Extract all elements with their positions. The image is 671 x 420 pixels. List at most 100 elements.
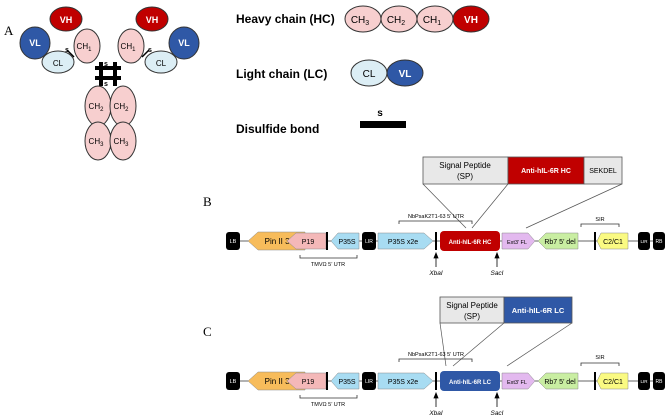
rb-border-b — [653, 232, 665, 250]
p35s-label-c: P35S — [338, 379, 355, 386]
lb-label-c: LB — [230, 379, 237, 385]
panel-label-c: C — [203, 324, 212, 339]
cassette-b-sp-line2: (SP) — [457, 172, 473, 181]
disulfide-s-hinge-2: s — [104, 81, 108, 88]
p19-label-b: P19 — [302, 239, 315, 246]
p35s-promoter-b — [330, 232, 360, 250]
construct-b: Signal Peptide (SP) Anti-hIL-6R HC SEKDE… — [226, 156, 665, 277]
legend-lc-vl: VL — [399, 69, 412, 80]
ch2-label-left: CH2 — [89, 102, 105, 113]
rb7-element-c — [537, 372, 579, 390]
tmv-utr-marker-c — [326, 372, 328, 390]
disulfide-s-right: s — [148, 47, 152, 54]
antibody-diagram: s s s s VH VL CH1 CL VH VL CH1 CL CH2 CH… — [19, 6, 200, 161]
cassette-b: Signal Peptide (SP) Anti-hIL-6R HC SEKDE… — [422, 156, 623, 185]
p19-label-c: P19 — [302, 379, 315, 386]
cl-label-left: CL — [53, 59, 64, 68]
cassette-b-tag: SEKDEL — [589, 168, 617, 175]
c2c1-element-c — [596, 372, 629, 390]
saci-site-b: SacI — [490, 270, 503, 277]
cassette-b-gene: Anti-hIL-6R HC — [521, 168, 571, 175]
vl-label-right: VL — [178, 38, 190, 48]
lir-left-b — [362, 232, 376, 250]
tmv-label-b: TMVΩ 5’ UTR — [311, 262, 345, 268]
legend-disulfide-s: s — [377, 108, 383, 119]
vh-label-right: VH — [146, 15, 159, 25]
vl-domain-right — [168, 26, 200, 60]
cl-label-right: CL — [156, 59, 167, 68]
lir-left-label-c: LIR — [365, 379, 373, 385]
p35s-x2e-promoter-b — [377, 232, 434, 250]
lb-border-b — [226, 232, 240, 250]
hinge-bonds — [95, 62, 121, 86]
lir-right-b — [638, 232, 650, 250]
utr-marker-c — [435, 372, 437, 390]
sir-marker-c — [594, 372, 596, 390]
ch1-label-left: CH1 — [77, 42, 93, 53]
p35s-label-b: P35S — [338, 239, 355, 246]
ch1-label-right: CH1 — [121, 42, 137, 53]
pin-label-b: Pin II 3’ — [265, 237, 292, 246]
lir-right-label-c: LIR — [640, 379, 648, 384]
lir-left-label-b: LIR — [365, 239, 373, 245]
lb-border-c — [226, 372, 240, 390]
legend-hc-ch3: CH3 — [351, 15, 369, 27]
ch1-domain-right — [117, 28, 145, 64]
p35s-promoter-c — [330, 372, 360, 390]
saci-site-c: SacI — [490, 410, 503, 417]
ext-label-c: Ext3’ FL — [507, 380, 527, 386]
p35s-x2e-label-b: P35S x2e — [388, 239, 418, 246]
rb-border-c — [653, 372, 665, 390]
lc-gene-label-c: Anti-hIL-6R LC — [449, 380, 492, 386]
sir-marker-b — [594, 232, 596, 250]
legend-hc-vh: VH — [464, 15, 478, 26]
lir-left-c — [362, 372, 376, 390]
xbai-site-c: XbaI — [428, 410, 443, 417]
panel-label-a: A — [4, 23, 14, 38]
legend-heavy-chain-label: Heavy chain (HC) — [236, 12, 335, 26]
cassette-c-sp-line1: Signal Peptide — [446, 301, 498, 310]
sir-label-b: SIR — [595, 217, 604, 223]
cassette-c-gene: Anti-hIL-6R LC — [512, 306, 565, 315]
legend-lc-cl: CL — [363, 69, 376, 80]
utr-label-b: NbPsaK2T1-63 5’ UTR — [408, 214, 464, 220]
legend-heavy-chain-glyph: CH3 CH2 CH1 VH — [344, 5, 490, 33]
ch2-label-right: CH2 — [114, 102, 130, 113]
ch3-label-right: CH3 — [114, 137, 130, 148]
lb-label-b: LB — [230, 239, 237, 245]
rb7-element-b — [537, 232, 579, 250]
legend-disulfide-bar — [360, 121, 406, 128]
legend-light-chain-glyph: CL VL — [350, 59, 424, 87]
lir-right-label-b: LIR — [640, 239, 648, 244]
cassette-b-sp-line1: Signal Peptide — [439, 161, 491, 170]
rb-label-c: RB — [656, 379, 664, 385]
xbai-site-b: XbaI — [428, 270, 443, 277]
ext-terminator-c — [501, 372, 536, 390]
pin-ii-terminator-c — [247, 371, 306, 391]
construct-c: Signal Peptide (SP) Anti-hIL-6R LC NbPsa… — [226, 296, 665, 417]
tmv-utr-bracket-c — [299, 395, 358, 399]
lir-right-c — [638, 372, 650, 390]
ext-terminator-b — [501, 232, 536, 250]
disulfide-s-left: s — [65, 47, 69, 54]
ch3-domain-right — [109, 121, 137, 161]
tmv-utr-marker-b — [326, 232, 328, 250]
legend-hc-ch1: CH1 — [423, 15, 441, 27]
vh-domain-right — [135, 6, 169, 32]
hc-gene-label-b: Anti-hIL-6R HC — [449, 240, 492, 246]
vh-domain-left — [49, 6, 83, 32]
tmv-utr-bracket-b — [299, 255, 358, 259]
cl-domain-left — [41, 50, 75, 74]
ext-label-b: Ext3’ FL — [507, 240, 527, 246]
vl-label-left: VL — [29, 38, 41, 48]
cl-domain-right — [144, 50, 178, 74]
c2c1-label-b: C2/C1 — [603, 239, 623, 246]
tmv-label-c: TMVΩ 5’ UTR — [311, 402, 345, 408]
c2c1-element-b — [596, 232, 629, 250]
panel-label-b: B — [203, 194, 212, 209]
disulfide-s-hinge-1: s — [104, 61, 108, 68]
hc-gene-b — [440, 231, 500, 251]
vl-domain-left — [19, 26, 51, 60]
legend-disulfide-label: Disulfide bond — [236, 122, 319, 136]
